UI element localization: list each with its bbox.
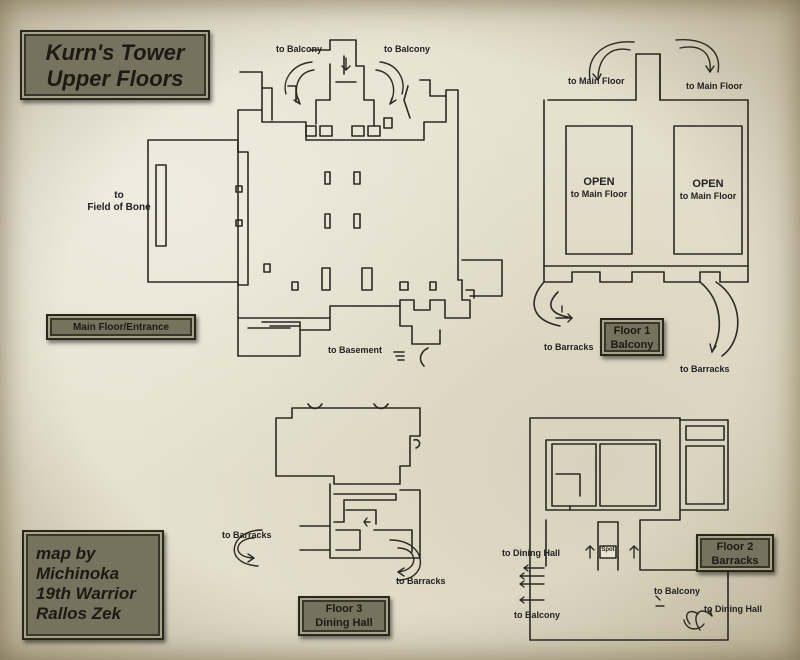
floor1-to-barracks-left-label: to Barracks [544, 342, 594, 352]
floor1-open-left-title: OPEN [583, 176, 615, 188]
credit-line4: Rallos Zek [36, 604, 122, 623]
floor2-label-line1: Floor 2 [716, 541, 754, 553]
floor3-to-barracks-left-label: to Barracks [222, 530, 272, 540]
floor3-map [275, 403, 421, 559]
floor1-to-main-left-label: to Main Floor [568, 76, 625, 86]
floor2-label: Floor 2 Barracks [696, 534, 774, 572]
floor3-label: Floor 3 Dining Hall [298, 596, 390, 636]
floor1-arrows [555, 39, 720, 353]
credit-line3: 19th Warrior [36, 584, 136, 603]
main-floor-label: Main Floor/Entrance [46, 314, 196, 340]
map-title-line1: Kurn's Tower [45, 40, 185, 65]
floor1-label: Floor 1 Balcony [600, 318, 664, 356]
floor1-label-line1: Floor 1 [613, 325, 651, 337]
map-title-line2: Upper Floors [46, 66, 184, 91]
main-to-basement-label: to Basement [328, 345, 383, 355]
floor1-open-right: OPEN to Main Floor [674, 178, 742, 202]
floor3-arrows [233, 517, 422, 581]
floor2-to-balcony-left-label: to Balcony [514, 610, 561, 620]
main-to-field-label: to Field of Bone [86, 190, 152, 214]
floor2-spot-label: Spot [601, 547, 615, 553]
main-floor-label-text: Main Floor/Entrance [72, 322, 170, 333]
floor1-label-line2: Balcony [610, 339, 654, 351]
credit-line1: map by [36, 544, 96, 563]
floor2-to-dining-left-label: to Dining Hall [502, 548, 560, 558]
main-floor-map [147, 39, 503, 367]
floor3-label-line2: Dining Hall [315, 617, 373, 629]
floor1-open-left-sub: to Main Floor [570, 189, 628, 199]
main-to-balcony-right-label: to Balcony [384, 44, 431, 54]
floor2-to-dining-right-label: to Dining Hall [704, 604, 762, 614]
floor1-open-right-sub: to Main Floor [679, 191, 737, 201]
main-to-field-label-line1: to [114, 190, 124, 201]
floor1-map [533, 53, 749, 357]
floor3-label-line1: Floor 3 [325, 603, 363, 615]
floor2-label-line2: Barracks [711, 555, 759, 567]
floor1-to-main-right-label: to Main Floor [686, 81, 743, 91]
floor1-open-left: OPEN to Main Floor [566, 176, 632, 200]
floor2-arrows [519, 545, 713, 631]
floor2-map [529, 417, 729, 641]
floor3-to-barracks-right-label: to Barracks [396, 576, 446, 586]
credit-line2: Michinoka [36, 564, 120, 583]
map-title-panel: Kurn's Tower Upper Floors [20, 30, 210, 100]
main-to-balcony-left-label: to Balcony [276, 44, 323, 54]
main-floor-arrows [284, 57, 404, 105]
floor2-to-balcony-right-label: to Balcony [654, 586, 701, 596]
credit-panel: map by Michinoka 19th Warrior Rallos Zek [22, 530, 164, 640]
floor1-open-right-title: OPEN [692, 178, 724, 190]
floor1-to-barracks-right-label: to Barracks [680, 364, 730, 374]
main-to-field-label-line2: Field of Bone [87, 202, 151, 213]
